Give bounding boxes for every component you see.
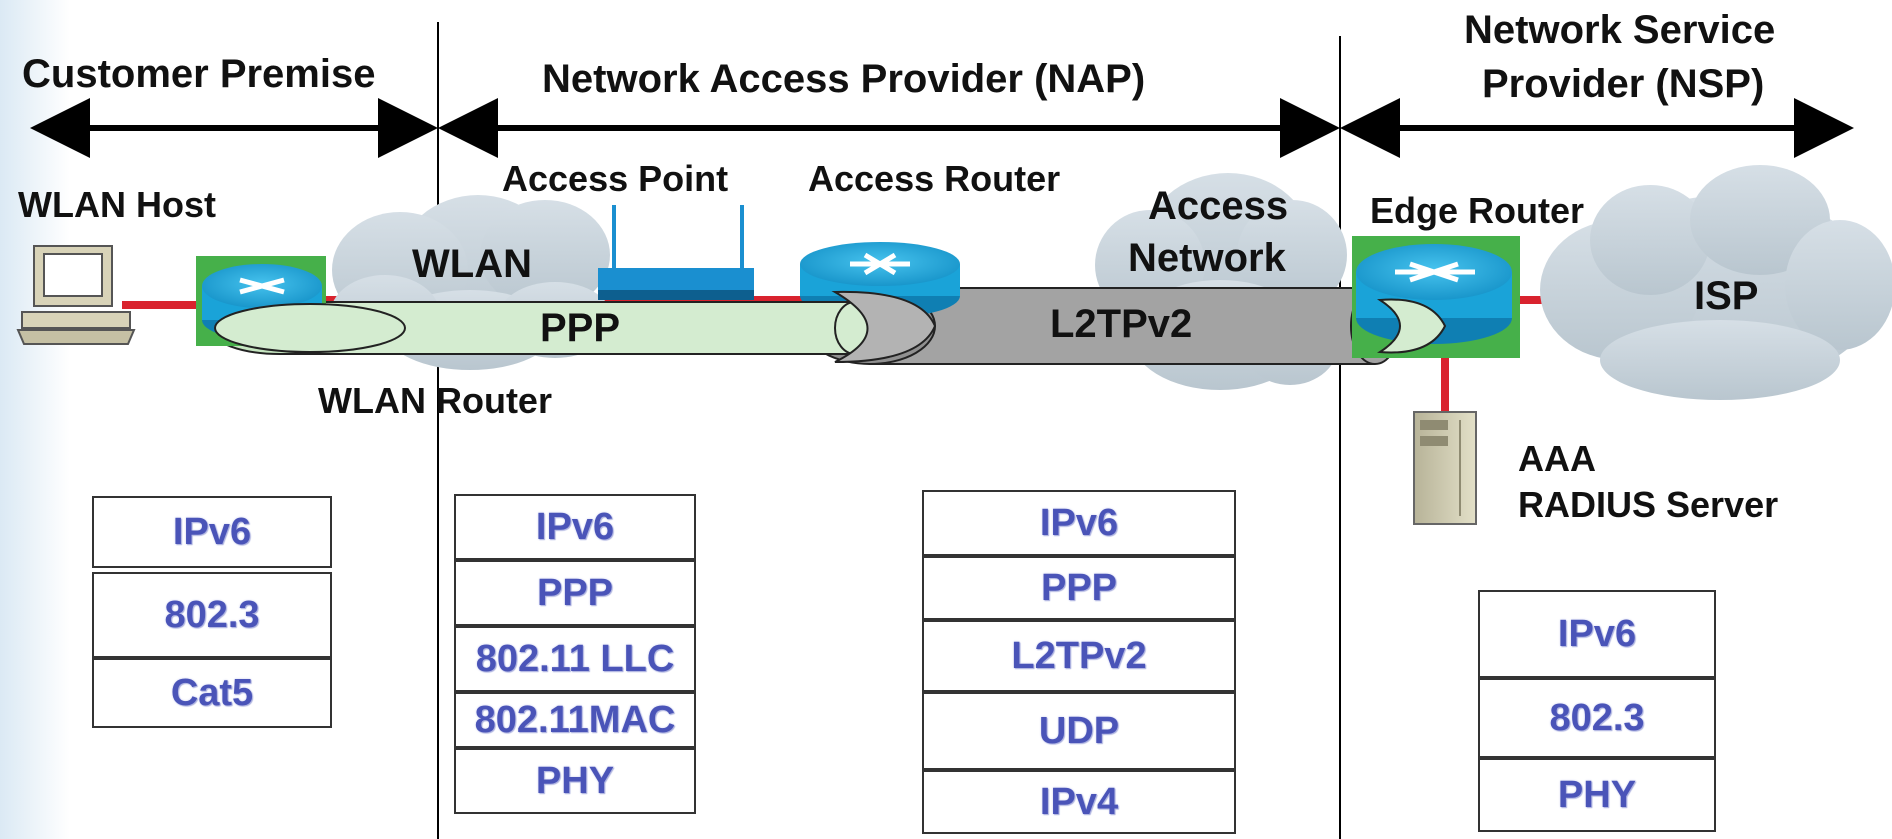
access-network-label-line2: Network <box>1128 236 1286 280</box>
aaa-label-line2: RADIUS Server <box>1518 484 1779 525</box>
stack-layer: IPv4 <box>922 770 1236 834</box>
access-network-label-line1: Access <box>1148 184 1289 228</box>
isp-cloud-label: ISP <box>1694 274 1759 318</box>
aaa-label-line1: AAA <box>1518 438 1596 479</box>
stack-layer: 802.3 <box>92 572 332 658</box>
stack-layer: IPv6 <box>454 494 696 560</box>
nsp-header-line2: Provider (NSP) <box>1482 62 1765 106</box>
stack-layer: PPP <box>454 560 696 626</box>
edge-router-label: Edge Router <box>1370 190 1585 231</box>
customer-premise-header: Customer Premise <box>22 52 376 96</box>
stack-layer: L2TPv2 <box>922 620 1236 692</box>
stack-layer: Cat5 <box>92 658 332 728</box>
wlan-router-device <box>196 256 406 353</box>
stack-layer: PHY <box>1478 758 1716 832</box>
nap-header: Network Access Provider (NAP) <box>542 57 1146 101</box>
stack-layer: IPv6 <box>922 490 1236 556</box>
wlan-host-label: WLAN Host <box>18 184 216 225</box>
stack-layer: UDP <box>922 692 1236 770</box>
wlan-router-label: WLAN Router <box>318 380 552 421</box>
wlan-host-computer <box>16 245 136 345</box>
stack-layer: PHY <box>454 748 696 814</box>
wlan-cloud-label: WLAN <box>412 242 532 286</box>
access-point-device <box>598 205 754 300</box>
nsp-header-line1: Network Service <box>1464 8 1776 52</box>
stack-layer: IPv6 <box>1478 590 1716 678</box>
stack-layer: PPP <box>922 556 1236 620</box>
aaa-server-tower <box>1413 411 1477 525</box>
access-point-label: Access Point <box>502 158 729 199</box>
tunnel-junction <box>831 290 937 363</box>
stack-layer: 802.11 LLC <box>454 626 696 692</box>
edge-router-device <box>1352 236 1520 358</box>
stack-layer: 802.3 <box>1478 678 1716 758</box>
access-router-label: Access Router <box>808 158 1061 199</box>
ppp-tunnel-label: PPP <box>540 306 621 350</box>
stack-layer: 802.11MAC <box>454 692 696 748</box>
isp-cloud <box>1540 165 1892 400</box>
stack-layer: IPv6 <box>92 496 332 568</box>
l2tp-tunnel-label: L2TPv2 <box>1050 302 1193 346</box>
